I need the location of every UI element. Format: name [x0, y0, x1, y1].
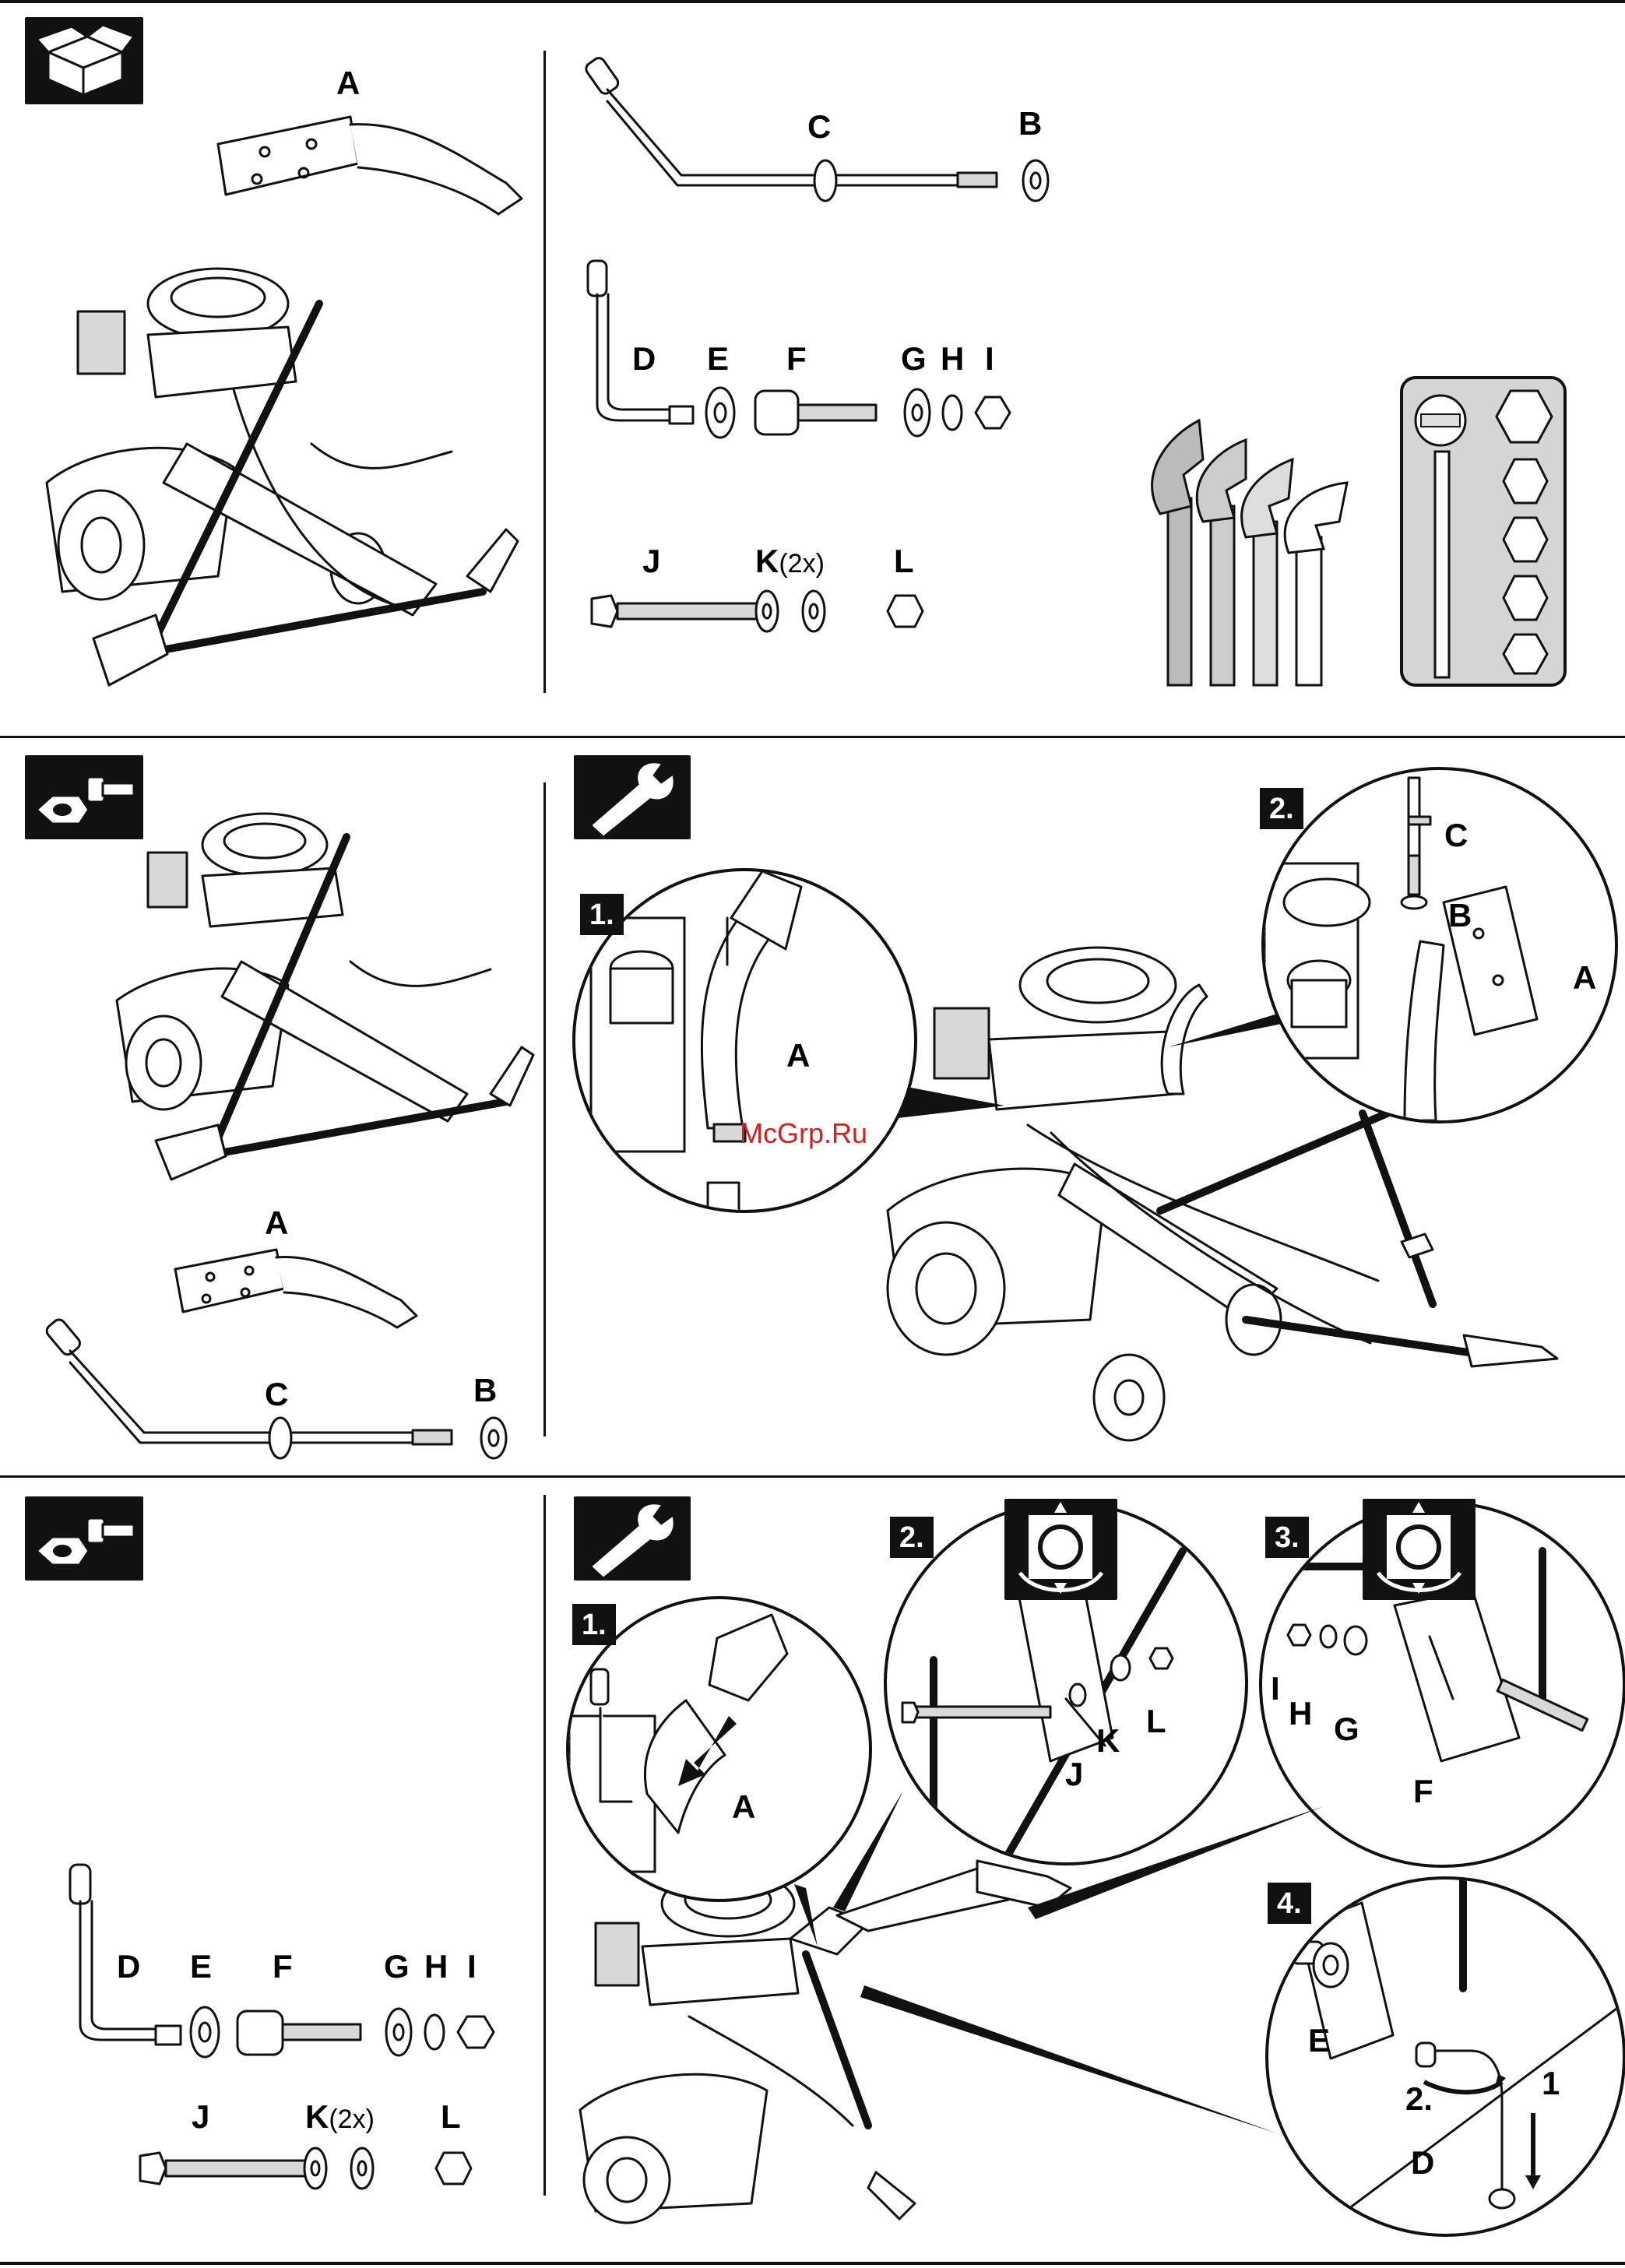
part-label-f-detail3: F	[1413, 1775, 1433, 1808]
part-label-a-detail2: A	[1573, 962, 1596, 994]
step-number-2-sec3: 2.	[890, 1517, 934, 1558]
part-label-e-detail4: E	[1308, 2024, 1330, 2057]
detail-circle-1-sec2	[572, 868, 917, 1213]
rotation-mark-2: 2.	[1405, 2083, 1433, 2115]
adjust-position-icon-2	[1363, 1499, 1476, 1600]
lever-parts-d-to-i-drawing-sec3	[62, 1861, 506, 2063]
part-label-k-detail2: K	[1096, 1725, 1120, 1757]
tiller-assembly-drawing-sec3	[572, 1845, 1086, 2219]
step-number-3-sec3: 3.	[1265, 1517, 1309, 1558]
detail-circle-2-sec2	[1261, 767, 1618, 1123]
part-k-quantity-sec3: (2x)	[329, 2104, 375, 2134]
part-label-l-sec3: L	[441, 2101, 461, 2133]
part-k-letter-sec3: K	[305, 2098, 329, 2135]
watermark-text: McGrp.Ru	[740, 1117, 867, 1150]
part-label-j-detail2: J	[1065, 1758, 1083, 1791]
part-label-h-detail3: H	[1289, 1697, 1312, 1730]
adjust-position-icon	[1004, 1499, 1117, 1600]
part-label-j-sec3: J	[192, 2101, 209, 2133]
bolt-washers-nut-drawing-sec3	[136, 2145, 479, 2192]
part-label-d-detail4: D	[1411, 2147, 1434, 2179]
part-label-a-detail1: A	[786, 1039, 810, 1072]
step-number-4-sec3: 4.	[1268, 1883, 1311, 1924]
part-label-l-detail2: L	[1146, 1705, 1166, 1738]
part-label-g-detail3: G	[1334, 1713, 1359, 1746]
part-label-b-detail2: B	[1448, 899, 1472, 932]
push-mark-1: 1	[1542, 2067, 1560, 2100]
part-label-c-detail2: C	[1444, 819, 1468, 852]
nut-bolt-icon-sec3	[25, 1496, 143, 1581]
part-label-a-sec3-detail1: A	[732, 1791, 755, 1823]
part-label-i-detail3: I	[1271, 1672, 1280, 1705]
step-number-1-sec3: 1.	[572, 1604, 616, 1645]
step-number-2-sec2: 2.	[1260, 788, 1303, 829]
part-label-k-sec3: K(2x)	[305, 2101, 375, 2133]
wrench-icon-sec3	[574, 1496, 691, 1581]
step-number-1-sec2: 1.	[580, 894, 624, 935]
